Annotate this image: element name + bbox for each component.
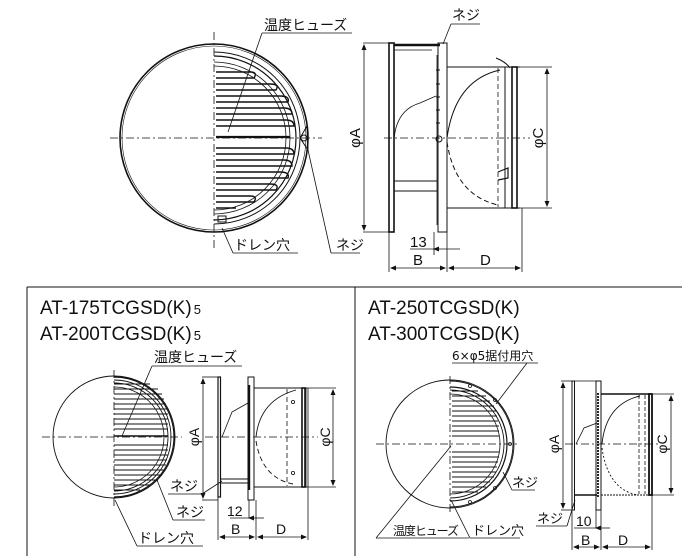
right-screw-1-label: ネジ bbox=[512, 476, 538, 491]
top-dim-phi-a: φA bbox=[347, 128, 364, 148]
top-dim-phi-c: φC bbox=[530, 128, 547, 149]
top-drain-hole-label: ドレン穴 bbox=[234, 238, 290, 254]
left-dim-phi-a: φA bbox=[186, 427, 202, 446]
left-thermal-fuse-label: 温度ヒューズ bbox=[154, 350, 237, 366]
right-dim-d: D bbox=[618, 532, 628, 548]
top-thermal-fuse-label: 温度ヒューズ bbox=[264, 18, 347, 34]
top-screw-bottom-label: ネジ bbox=[336, 238, 364, 254]
right-dimensions bbox=[560, 380, 674, 550]
top-dim-d: D bbox=[480, 252, 491, 269]
left-front-leaders bbox=[114, 365, 242, 547]
right-screw-2-label: ネジ bbox=[537, 512, 563, 527]
left-screw-1-label: ネジ bbox=[170, 479, 198, 495]
right-drain-hole-label: ドレン穴 bbox=[472, 524, 524, 539]
top-side-view bbox=[384, 42, 530, 233]
left-dim-12: 12 bbox=[227, 503, 243, 519]
left-dimensions bbox=[200, 376, 336, 540]
panel-frame bbox=[26, 286, 682, 556]
right-dim-b: B bbox=[581, 532, 590, 548]
model-name-250: AT-250TCGSD(K) bbox=[368, 298, 520, 319]
right-side-view bbox=[565, 380, 660, 511]
left-dim-b: B bbox=[231, 521, 240, 537]
top-dim-b: B bbox=[413, 252, 423, 269]
model-name-300: AT-300TCGSD(K) bbox=[368, 324, 520, 345]
left-front-view bbox=[42, 370, 182, 508]
right-side-leaders bbox=[536, 499, 576, 527]
top-front-view bbox=[110, 32, 322, 248]
left-screw-2-label: ネジ bbox=[176, 505, 204, 521]
top-dim-13: 13 bbox=[410, 234, 427, 251]
top-screw-top-label: ネジ bbox=[452, 8, 480, 24]
left-dim-d: D bbox=[276, 521, 286, 537]
panel-left: AT-175TCGSD(K)5 AT-200TCGSD(K)5 bbox=[40, 298, 336, 547]
right-dim-phi-a: φA bbox=[546, 434, 562, 453]
top-side-leaders bbox=[442, 23, 480, 45]
model-name-200: AT-200TCGSD(K)5 bbox=[40, 324, 201, 345]
model-name-175: AT-175TCGSD(K)5 bbox=[40, 298, 201, 319]
top-leaders bbox=[221, 32, 360, 254]
left-side-view bbox=[205, 376, 318, 501]
panel-right: AT-250TCGSD(K) AT-300TCGSD(K) bbox=[368, 298, 674, 550]
right-dim-10: 10 bbox=[576, 513, 592, 529]
right-front-view bbox=[376, 376, 520, 512]
top-dimensions bbox=[361, 42, 552, 272]
right-thermal-fuse-label: 温度ヒューズ bbox=[393, 523, 459, 538]
right-front-leaders bbox=[375, 362, 538, 539]
left-dim-phi-c: φC bbox=[317, 427, 333, 446]
right-mounting-holes-label: 6×φ5据付用穴 bbox=[452, 348, 533, 363]
right-dim-phi-c: φC bbox=[654, 434, 670, 453]
left-drain-hole-label: ドレン穴 bbox=[138, 531, 194, 547]
